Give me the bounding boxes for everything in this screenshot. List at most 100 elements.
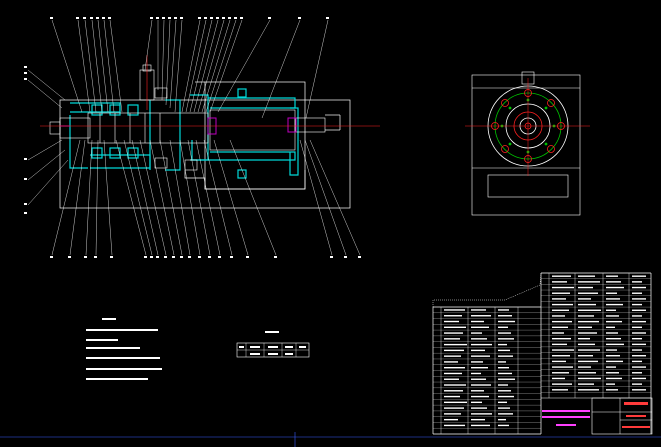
parts-list-boundary [432, 272, 542, 307]
parts-list-cell-text [578, 286, 593, 289]
parts-list-cell-text [498, 372, 512, 375]
parts-list-cell-text [632, 326, 642, 329]
parts-list-cell-text [632, 309, 646, 311]
parts-list-cell-text [444, 413, 461, 415]
parts-list-cell-text [471, 332, 482, 334]
parts-list-cell-text [632, 383, 642, 385]
parts-list-cell-text [498, 338, 514, 340]
parts-list-cell-text [444, 390, 463, 392]
parts-list-cell-text [606, 292, 617, 294]
parts-list-cell-text [552, 337, 571, 340]
parts-list-cell-text [444, 315, 462, 317]
parts-list-cell-text [444, 355, 461, 357]
parts-list-cell-text [444, 424, 465, 427]
parts-list-cell-text [606, 281, 621, 283]
parts-list-cell-text [578, 366, 591, 368]
end-view-outline [471, 71, 581, 216]
parts-list-cell-text [578, 337, 590, 340]
parts-list-cell-text [498, 309, 509, 311]
parts-list-cell-text [498, 384, 508, 386]
parts-list-cell-text [444, 401, 467, 404]
title-block [542, 397, 653, 435]
parts-list-cell-text [552, 281, 567, 283]
parts-list-cell-text [552, 349, 574, 351]
parts-list-cell-text [444, 395, 460, 398]
leader-lines-left [27, 69, 69, 206]
parts-list-cell-text [471, 407, 487, 409]
parts-list-cell-text [578, 309, 601, 311]
parts-list-cell-text [552, 343, 567, 346]
parts-list-cell-text [471, 309, 486, 311]
parts-list-cell-text [578, 275, 595, 277]
parts-list-cell-text [632, 372, 642, 374]
parts-list-cell-text [471, 372, 481, 375]
tech-req-title [102, 318, 116, 320]
parts-list-cell-text [606, 332, 618, 334]
parts-list-cell-text [471, 355, 490, 357]
parts-list-cell-text [471, 349, 485, 352]
parts-list-cell-text [552, 303, 573, 306]
technical-requirements [86, 318, 162, 380]
parts-list-cell-text [632, 315, 642, 317]
parts-list-cell-text [632, 286, 646, 289]
parts-list-cell-text [632, 332, 646, 334]
parts-list-cell-text [552, 286, 574, 289]
parts-list-cell-text [578, 292, 598, 294]
parts-list-cell-text [606, 309, 616, 311]
parts-list-cell-text [578, 389, 599, 391]
parts-list-cell-text [552, 377, 565, 380]
parts-list-cell-text [471, 418, 485, 421]
parts-list-cell-text [444, 320, 459, 323]
side-end-view [465, 71, 590, 216]
parts-list-cell-text [606, 286, 624, 289]
parts-list-cell-text [498, 390, 511, 392]
parts-list-cell-text [578, 372, 596, 374]
parts-list-cell-text [498, 361, 506, 363]
parts-list-cell-text [632, 320, 646, 323]
parts-list-cell-text [498, 367, 509, 369]
parts-list-cell-text [606, 303, 623, 306]
parts-list-cell-text [632, 281, 642, 283]
parts-list-cell-text [552, 332, 564, 334]
parts-list-cell-text [471, 395, 489, 398]
parts-list-cell-text [498, 349, 510, 352]
parts-list-cell-text [552, 372, 569, 374]
small-table [236, 331, 310, 358]
end-view-centerlines [465, 78, 590, 176]
housing-outline [59, 81, 351, 209]
parts-list-cell-text [578, 332, 597, 334]
parts-list-cell-text [578, 383, 594, 385]
parts-list-cell-text [471, 367, 488, 369]
parts-list-cell-text [498, 326, 508, 328]
parts-list-cell-text [444, 309, 465, 311]
parts-list-cell-text [444, 384, 466, 386]
parts-list-cell-text [444, 343, 467, 346]
parts-list-cell-text [578, 303, 596, 306]
parts-list-cell-text [444, 332, 463, 334]
parts-list [432, 272, 652, 435]
parts-list-cell-text [498, 407, 510, 409]
parts-list-cell-text [471, 401, 482, 404]
parts-list-cell-text [471, 320, 484, 323]
parts-list-cell-text [606, 360, 623, 363]
parts-list-cell-text [578, 377, 601, 380]
parts-list-cell-text [578, 355, 593, 357]
parts-list-cell-text [552, 320, 572, 323]
parts-list-cell-text [552, 389, 568, 391]
parts-list-cell-text [606, 355, 620, 357]
parts-list-cell-text [606, 275, 618, 277]
main-centerline [40, 55, 380, 127]
parts-list-cell-text [498, 378, 515, 380]
parts-list-cell-text [578, 343, 595, 346]
drawing-number [622, 426, 650, 428]
parts-list-cell-text [578, 326, 592, 329]
parts-list-cell-text [606, 349, 617, 351]
parts-list-cell-text [498, 343, 507, 346]
parts-list-cell-text [471, 384, 491, 386]
parts-list-cell-text [444, 349, 464, 352]
parts-list-cell-text [444, 367, 465, 369]
section-hatching [69, 88, 299, 179]
parts-list-cell-text [498, 395, 514, 398]
parts-list-cell-text [606, 320, 622, 323]
parts-list-cell-text [632, 360, 642, 363]
